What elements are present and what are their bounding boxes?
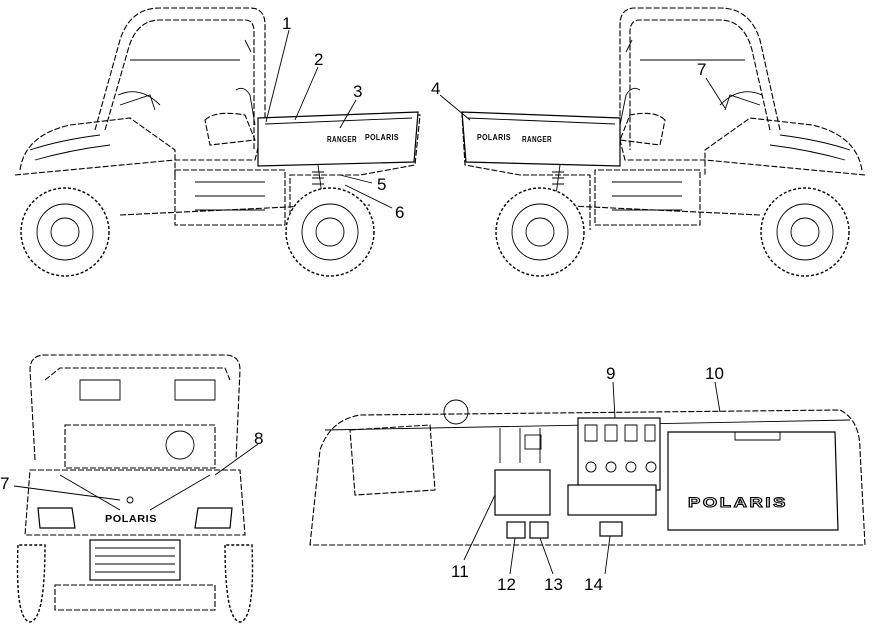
- ranger-decal-right: RANGER: [522, 135, 552, 144]
- left-callout-leaders: [265, 29, 393, 209]
- callout-7-front: 7: [0, 474, 9, 493]
- callout-4: 4: [431, 79, 440, 98]
- callout-5: 5: [377, 175, 386, 194]
- callout-8: 8: [254, 429, 263, 448]
- left-side-view: RANGER POLARIS: [14, 7, 421, 277]
- polaris-decal-front: POLARIS: [105, 514, 157, 525]
- front-callout-leaders: [13, 443, 259, 501]
- polaris-decal-left: POLARIS: [365, 133, 399, 142]
- callout-3: 3: [353, 82, 362, 101]
- callout-11: 11: [451, 562, 469, 581]
- right-side-view: POLARIS RANGER: [461, 7, 866, 277]
- polaris-decal-right: POLARIS: [477, 133, 511, 142]
- callout-2: 2: [314, 50, 323, 69]
- callout-10: 10: [705, 364, 724, 383]
- front-view: POLARIS: [16, 354, 254, 623]
- callout-7-top: 7: [697, 60, 706, 79]
- callout-9: 9: [606, 364, 615, 383]
- ranger-decal-left: RANGER: [327, 135, 357, 144]
- polaris-decal-dash: POLARIS: [688, 494, 788, 510]
- callout-1: 1: [282, 14, 291, 33]
- callout-12: 12: [497, 575, 516, 594]
- callout-6: 6: [395, 203, 404, 222]
- dashboard-view: POLARIS: [309, 399, 866, 546]
- right-callout-leaders: [439, 77, 726, 121]
- callout-13: 13: [544, 575, 563, 594]
- dashboard-callout-leaders: [463, 381, 721, 575]
- callout-14: 14: [584, 575, 603, 594]
